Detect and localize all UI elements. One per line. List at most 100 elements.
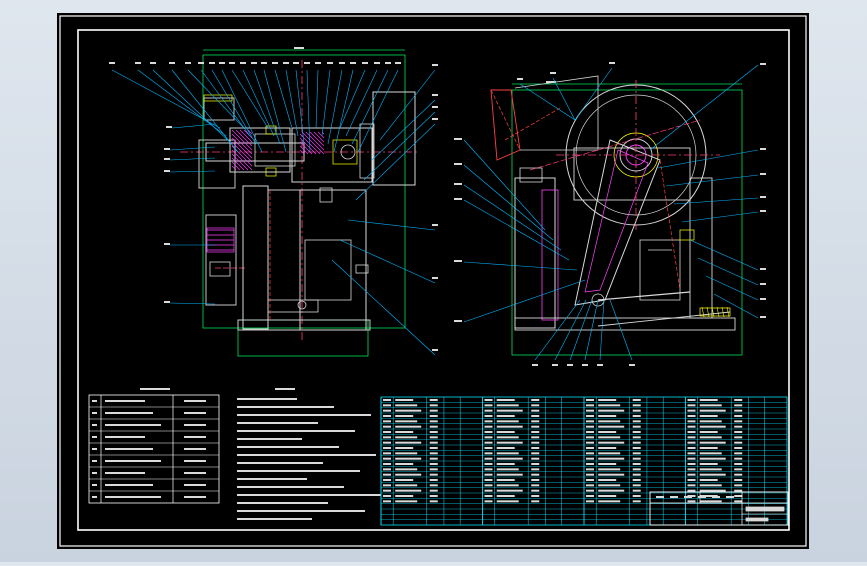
parts-cell: [531, 447, 540, 449]
parts-cell: [586, 409, 594, 412]
parts-cell: [484, 500, 493, 503]
parts-cell: [699, 399, 718, 401]
parts-cell: [687, 463, 696, 465]
specs-row-value: [184, 484, 206, 486]
parts-cell: [632, 468, 641, 471]
hatch-line: [231, 149, 253, 171]
parts-cell: [496, 404, 519, 407]
parts-cell: [429, 473, 438, 476]
crusher-top-frame: [573, 147, 691, 201]
leader-line-right: [681, 211, 759, 223]
note-line: [237, 422, 318, 424]
parts-cell: [586, 468, 594, 471]
leader-line-bottom: [569, 299, 593, 361]
parts-cell: [531, 399, 540, 401]
parts-cell: [586, 447, 594, 449]
toggle-plate: [597, 291, 691, 301]
leader-line-left: [463, 199, 570, 261]
parts-cell: [687, 431, 696, 433]
leader-line: [357, 69, 399, 153]
leader-label: [219, 62, 225, 64]
specs-row-number: [92, 424, 97, 426]
parts-cell: [395, 473, 422, 476]
parts-cell: [632, 479, 641, 481]
leader-label-right: [432, 224, 438, 226]
hatch-line: [231, 157, 245, 171]
parts-cell: [395, 489, 422, 492]
parts-cell: [383, 500, 391, 503]
specs-row-value: [184, 496, 206, 498]
parts-cell: [531, 479, 540, 481]
parts-cell: [383, 431, 391, 433]
parts-cell: [699, 484, 722, 487]
parts-cell: [687, 404, 696, 407]
parts-cell: [586, 479, 594, 481]
parts-cell: [598, 436, 621, 439]
spring-coil: [701, 306, 705, 318]
parts-cell: [496, 463, 515, 465]
parts-cell: [699, 431, 718, 433]
parts-cell: [383, 484, 391, 487]
parts-cell: [484, 463, 493, 465]
leader-label-left: [166, 126, 172, 128]
parts-cell: [395, 479, 414, 481]
parts-cell: [734, 452, 743, 455]
parts-cell: [598, 479, 617, 481]
parts-cell: [586, 495, 594, 497]
parts-cell: [598, 441, 625, 444]
leader-line-bottom: [599, 299, 605, 361]
parts-cell: [598, 484, 621, 487]
parts-cell: [586, 463, 594, 465]
specs-row-name: [105, 460, 161, 462]
leader-line: [171, 69, 239, 153]
parts-cell: [586, 436, 594, 439]
leader-line-right: [363, 111, 436, 181]
parts-cell: [687, 447, 696, 449]
bolt-boss-mid: [355, 264, 369, 274]
leader-label-right: [760, 210, 766, 212]
parts-cell: [395, 399, 414, 401]
parts-cell: [496, 431, 515, 433]
hatch-line: [317, 131, 325, 139]
parts-cell: [586, 420, 594, 423]
parts-cell: [429, 500, 438, 503]
parts-cell: [484, 479, 493, 481]
parts-cell: [496, 484, 519, 487]
parts-cell: [687, 415, 696, 417]
parts-cell: [496, 415, 515, 417]
specs-row-name: [105, 484, 153, 486]
parts-cell: [429, 489, 438, 492]
parts-cell: [395, 463, 414, 465]
leader-label: [385, 62, 391, 64]
parts-cell: [687, 425, 696, 428]
parts-cell: [687, 436, 696, 439]
title-block: [649, 491, 789, 526]
parts-cell: [699, 447, 718, 449]
spring-coil: [726, 306, 730, 318]
parts-cell: [429, 425, 438, 428]
leader-label: [229, 62, 235, 64]
title-block-frame: [649, 491, 789, 526]
parts-cell: [496, 447, 515, 449]
parts-cell: [632, 447, 641, 449]
adjust-wedge: [639, 239, 681, 301]
parts-cell: [383, 457, 391, 460]
parts-cell: [531, 463, 540, 465]
leader-label: [272, 62, 278, 64]
parts-cell: [429, 495, 438, 497]
title-block-cell: [656, 496, 664, 498]
specs-row-value: [184, 412, 206, 414]
parts-cell: [383, 436, 391, 439]
leader-line-left: [169, 302, 216, 305]
leader-label-left: [164, 170, 170, 172]
parts-cell: [395, 404, 418, 407]
technical-specs-table: [88, 388, 220, 504]
parts-cell: [531, 484, 540, 487]
leader-line: [263, 69, 287, 153]
parts-cell: [734, 500, 743, 503]
bearing-ring-bottom: [265, 167, 277, 177]
parts-cell: [496, 479, 515, 481]
parts-cell: [734, 447, 743, 449]
parts-cell: [687, 468, 696, 471]
